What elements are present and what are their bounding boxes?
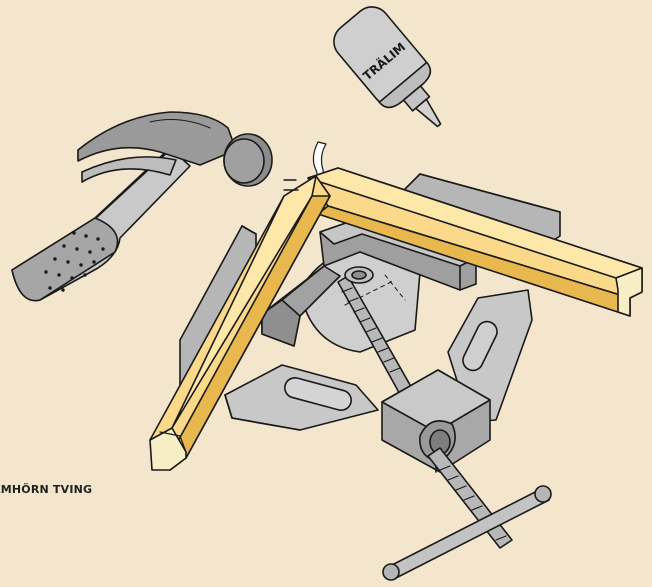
glue-bottle-icon: TRÄLIM	[312, 0, 463, 195]
caption: AMHÖRN TVING	[0, 483, 92, 496]
